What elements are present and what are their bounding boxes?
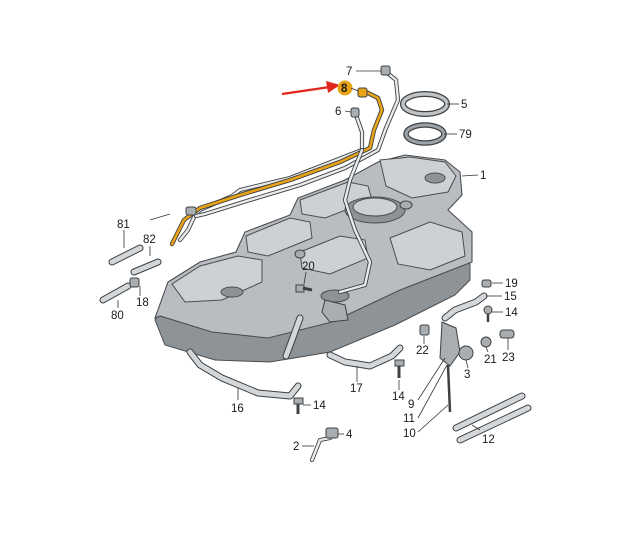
fuel-tank: [154, 154, 473, 363]
clip-18: [129, 277, 140, 288]
callout-15: 15: [504, 291, 517, 303]
part-80: [100, 283, 131, 303]
callout-81: 81: [117, 219, 130, 231]
bolt-14-right: [394, 359, 405, 378]
fuel-line-7: [193, 69, 401, 219]
callout-22: 22: [416, 345, 429, 357]
bracket-15: [442, 293, 487, 321]
callout-14-right: 14: [392, 391, 405, 403]
callout-16: 16: [231, 403, 244, 415]
cap-3: [458, 345, 474, 361]
callout-11: 11: [403, 413, 415, 425]
callout-10: 10: [403, 428, 416, 440]
clip-19: [481, 279, 492, 288]
bracket-9: [439, 321, 461, 367]
callout-8-highlighted: 8: [341, 83, 348, 95]
locking-ring-5: [400, 91, 450, 117]
connector-7: [380, 65, 391, 76]
highlight-arrow: [281, 81, 340, 96]
strap-17: [326, 344, 404, 370]
strap-16: [186, 348, 302, 400]
callout-12: 12: [482, 434, 495, 446]
nut-21: [480, 336, 492, 348]
callout-labels: 7 8 6 5 79 1 81 82 18 80 20 19 15 14 22 …: [111, 66, 518, 453]
clip-4: [325, 427, 339, 439]
callout-20: 20: [302, 261, 315, 273]
callout-2: 2: [293, 441, 299, 453]
callout-23: 23: [502, 352, 515, 364]
callout-3: 3: [464, 369, 470, 381]
callout-19: 19: [505, 278, 518, 290]
callout-82: 82: [143, 234, 156, 246]
fuel-line-6: [177, 112, 365, 243]
seal-ring-79: [403, 122, 447, 146]
callout-9: 9: [408, 399, 414, 411]
clip-23: [499, 329, 515, 339]
bolt-14-left: [293, 397, 304, 414]
callout-14-left: 14: [313, 400, 326, 412]
callout-4: 4: [346, 429, 353, 441]
rod-10: [446, 364, 452, 413]
highlight-badge-8: [337, 80, 353, 96]
leader-lines: [117, 70, 509, 447]
callout-7: 7: [346, 66, 352, 78]
callout-6: 6: [335, 106, 341, 118]
callout-5: 5: [461, 99, 467, 111]
connector-8: [357, 87, 368, 98]
bolt-20: [295, 284, 313, 293]
callout-18: 18: [136, 297, 149, 309]
callout-80: 80: [111, 310, 124, 322]
line-2: [310, 436, 332, 462]
callout-17: 17: [350, 383, 363, 395]
connector-6: [350, 107, 360, 118]
callout-79: 79: [459, 129, 472, 141]
callout-14-right-top: 14: [505, 307, 518, 319]
part-82: [131, 259, 161, 275]
callout-1: 1: [480, 170, 486, 182]
plug-22: [419, 324, 430, 336]
cable-ties-12: [452, 392, 532, 444]
callout-21: 21: [484, 354, 497, 366]
